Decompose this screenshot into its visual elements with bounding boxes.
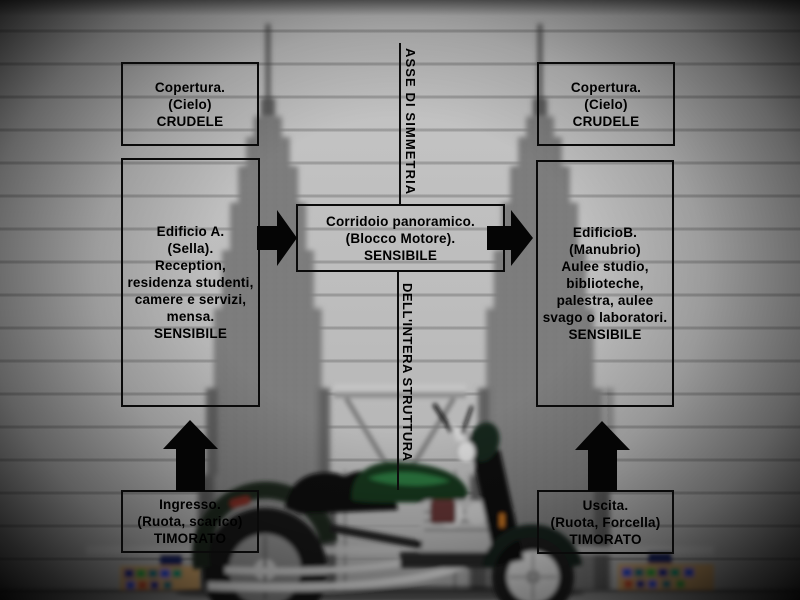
- headlight: [456, 440, 476, 464]
- fork-reflector: [500, 514, 504, 527]
- box-copertura-left: Copertura. (Cielo) CRUDELE: [121, 62, 259, 146]
- air-filter: [430, 500, 456, 524]
- box-edificio-a: Edificio A. (Sella). Reception, residenz…: [121, 158, 260, 407]
- box-corridoio-panoramico: Corridoio panoramico. (Blocco Motore). S…: [296, 204, 505, 272]
- colored-buildings-right: [618, 552, 714, 592]
- symmetry-axis-line-top: [399, 43, 401, 204]
- symmetry-axis-line-bottom: [397, 272, 399, 490]
- colored-buildings-left: [120, 554, 200, 592]
- box-uscita: Uscita. (Ruota, Forcella) TIMORATO: [537, 490, 674, 554]
- box-copertura-right: Copertura. (Cielo) CRUDELE: [537, 62, 675, 146]
- axis-label-top: ASSE DI SIMMETRIA: [403, 48, 418, 196]
- axis-label-bottom: DELL'INTERA STRUTTURA: [400, 283, 415, 462]
- box-ingresso: Ingresso. (Ruota, scarico) TIMORATO: [121, 490, 259, 553]
- box-edificio-b: EdificioB. (Manubrio) Aulee studio, bibl…: [536, 160, 674, 407]
